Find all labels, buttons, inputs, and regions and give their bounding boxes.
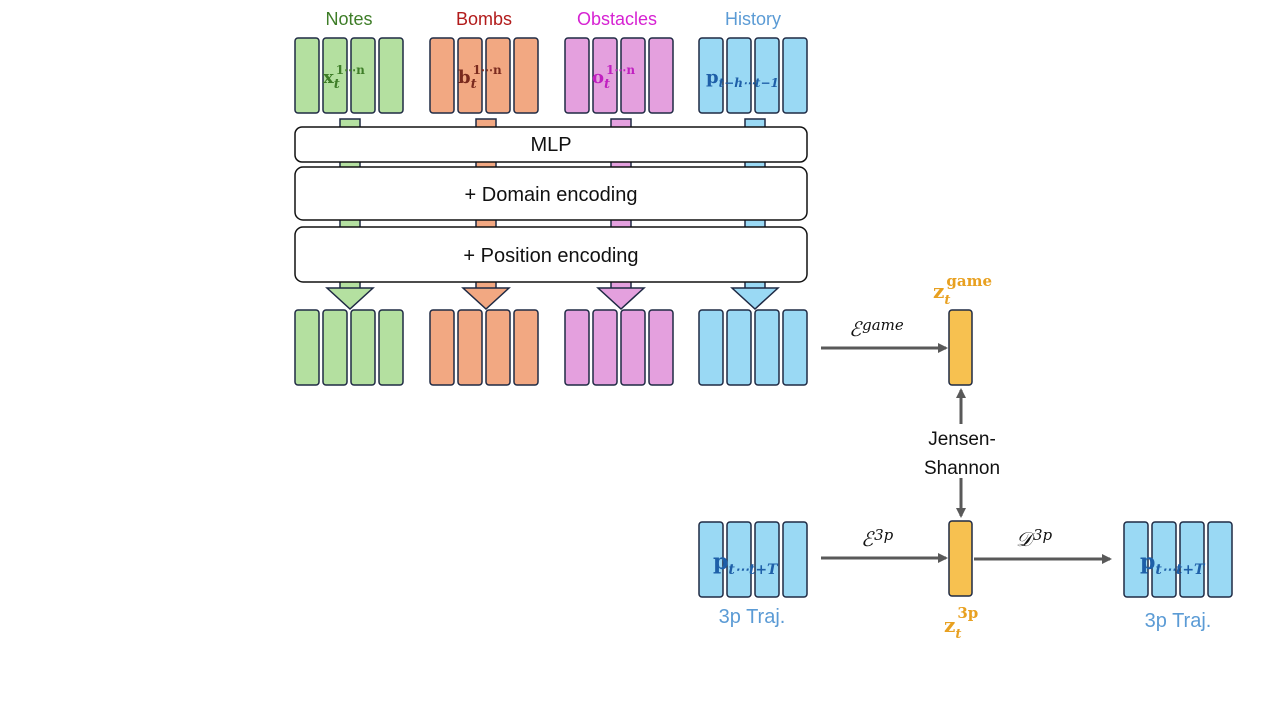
obstacles-output-tokens [564, 309, 674, 386]
notes-symbol: xt1⋯n [323, 63, 365, 92]
bombs-input-tokens [429, 37, 539, 114]
history-symbol: pt−h⋯t−1 [706, 67, 779, 90]
traj-output-label: 3p Traj. [1145, 610, 1212, 632]
traj-input-symbol: pt⋯t+T [713, 549, 779, 578]
position-encoding-label: + Position encoding [463, 245, 638, 267]
bombs-title: Bombs [456, 9, 512, 29]
obstacles-input-tokens [564, 37, 674, 114]
traj-input-label: 3p Traj. [719, 606, 786, 628]
mlp-box: MLP [294, 126, 808, 163]
bombs-symbol: bt1⋯n [458, 63, 502, 92]
traj-latent-label: zt3p [944, 604, 978, 642]
divergence-label-line2: Shannon [924, 458, 1000, 479]
bombs-output-tokens [429, 309, 539, 386]
traj-output-tokens [1123, 521, 1233, 598]
history-input-tokens [698, 37, 808, 114]
game-encoder-label: ℰgame [849, 316, 904, 341]
domain-encoding-box: + Domain encoding [294, 166, 808, 221]
notes-title: Notes [325, 9, 372, 29]
traj-input-tokens [698, 521, 808, 598]
obstacles-title: Obstacles [577, 9, 657, 29]
obstacles-symbol: ot1⋯n [592, 63, 635, 92]
domain-encoding-label: + Domain encoding [465, 184, 638, 206]
game-latent-label: ztgame [933, 272, 992, 308]
traj-encoder-label: ℰ3p [861, 526, 894, 551]
mlp-label: MLP [530, 134, 571, 156]
game-latent [948, 309, 973, 386]
traj-decoder-label: 𝒟3p [1016, 526, 1053, 551]
history-output-tokens [698, 309, 808, 386]
traj-latent [948, 520, 973, 597]
history-title: History [725, 9, 781, 29]
position-encoding-box: + Position encoding [294, 226, 808, 283]
divergence-label-line1: Jensen- [928, 429, 996, 450]
notes-output-tokens [294, 309, 404, 386]
traj-output-symbol: pt⋯t+T [1140, 549, 1206, 578]
notes-input-tokens [294, 37, 404, 114]
